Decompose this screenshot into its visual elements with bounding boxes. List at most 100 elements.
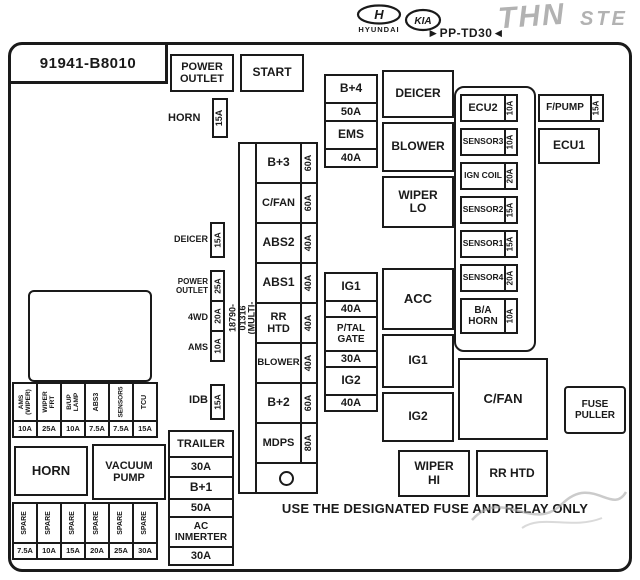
fuse-tcu: TCU xyxy=(132,382,158,422)
watermark-scribble xyxy=(471,491,628,529)
fuse-fpump-rating: 15A xyxy=(590,94,604,122)
fuse-label-horn: HORN xyxy=(168,112,201,124)
relay-ig1: IG1 xyxy=(382,334,454,388)
fuse-rating: 7.5A xyxy=(108,420,134,438)
multifuse-cfan-rating: 60A xyxy=(300,182,318,224)
fuse-sensor2-rating: 15A xyxy=(504,196,518,224)
fuse-ams-10a: 10A xyxy=(210,330,225,362)
relay-rr-htd: RR HTD xyxy=(476,450,548,497)
multifuse-mdps: MDPS xyxy=(255,422,302,464)
spare-rating: 30A xyxy=(132,542,158,560)
fuse-sensor4-rating: 20A xyxy=(504,264,518,292)
relay-cfan: C/FAN xyxy=(458,358,548,440)
fuse-trailer: TRAILER xyxy=(168,430,234,458)
fuse-ams-wiper: AMS (WIPER) xyxy=(12,382,38,422)
pp-td30-marking: ►PP-TD30◄ xyxy=(427,26,505,40)
relay-ecu1: ECU1 xyxy=(538,128,600,164)
fuse-ig1: IG1 xyxy=(324,272,378,302)
relay-acc: ACC xyxy=(382,268,454,330)
relay-wiper-hi: WIPER HI xyxy=(398,450,470,497)
fuse-idb-15a: 15A xyxy=(210,384,225,420)
spare-rating: 20A xyxy=(84,542,110,560)
hyundai-wordmark: HYUNDAI xyxy=(358,25,400,34)
fuse-ems: EMS xyxy=(324,120,378,150)
fuse-b4-rating: 50A xyxy=(324,102,378,122)
relay-vacuum-pump: VACUUM PUMP xyxy=(92,444,166,500)
fuse-sensor2: SENSOR2 xyxy=(460,196,506,224)
relay-block-outline xyxy=(28,290,152,382)
fuse-label-4wd: 4WD xyxy=(188,312,208,322)
multifuse-b3-rating: 60A xyxy=(300,142,318,184)
relay-power-outlet: POWER OUTLET xyxy=(170,54,234,92)
fuse-rating: 25A xyxy=(36,420,62,438)
fuse-deicer-15a: 15A xyxy=(210,222,225,258)
fuse-ign-coil: IGN COIL xyxy=(460,162,506,190)
fuse-trailer-rating: 30A xyxy=(168,456,234,478)
multifuse-blower-rating: 40A xyxy=(300,342,318,384)
fuse-spare: SPARE xyxy=(36,502,62,544)
svg-text:H: H xyxy=(374,7,384,22)
mounting-hole-icon xyxy=(279,470,294,486)
multifuse-mdps-rating: 80A xyxy=(300,422,318,464)
relay-wiper-lo: WIPER LO xyxy=(382,176,454,228)
fuse-horn-15a: 15A xyxy=(212,98,228,138)
kia-logo: KIA xyxy=(404,8,442,32)
diagram-border xyxy=(8,42,632,572)
multifuse-b2-rating: 60A xyxy=(300,382,318,424)
relay-ig2: IG2 xyxy=(382,392,454,442)
fuse-ecu2: ECU2 xyxy=(460,94,506,122)
multifuse-rr-htd-rating: 40A xyxy=(300,302,318,344)
fuse-ba-horn: B/A HORN xyxy=(460,298,506,334)
kia-oval-icon: KIA xyxy=(404,8,442,32)
part-number-box: 91941-B8010 xyxy=(11,45,168,84)
spare-rating: 15A xyxy=(60,542,86,560)
multifuse-cfan: C/FAN xyxy=(255,182,302,224)
fuse-label-deicer: DEICER xyxy=(173,234,208,244)
fuse-ac-inverter: AC INMERTER xyxy=(168,516,234,548)
hyundai-logo: H HYUNDAI xyxy=(350,4,408,40)
fuse-ba-horn-rating: 10A xyxy=(504,298,518,334)
multifuse-abs1-rating: 40A xyxy=(300,262,318,304)
fuse-b1-rating: 50A xyxy=(168,498,234,518)
part-number: 91941-B8010 xyxy=(39,54,137,72)
watermark-thn: THN xyxy=(496,0,567,36)
fuse-sensor4: SENSOR4 xyxy=(460,264,506,292)
relay-start: START xyxy=(240,54,304,92)
fuse-sensor1: SENSOR1 xyxy=(460,230,506,258)
relay-deicer: DEICER xyxy=(382,70,454,118)
fuse-wiper-frt: WIPER FRT xyxy=(36,382,62,422)
spare-rating: 7.5A xyxy=(12,542,38,560)
relay-horn: HORN xyxy=(14,446,88,496)
fuse-ig2-rating: 40A xyxy=(324,394,378,412)
fuse-label-idb: IDB xyxy=(189,394,208,406)
fuse-rating: 7.5A xyxy=(84,420,110,438)
fuse-bup-lamp: B/UP LAMP xyxy=(60,382,86,422)
fuse-ac-inverter-rating: 30A xyxy=(168,546,234,566)
fuse-abs3: ABS3 xyxy=(84,382,110,422)
fuse-spare: SPARE xyxy=(132,502,158,544)
multifuse-b3: B+3 xyxy=(255,142,302,184)
fuse-sensor3-rating: 10A xyxy=(504,128,518,156)
multifuse-rr-htd: RR HTD xyxy=(255,302,302,344)
fuse-sensor3: SENSOR3 xyxy=(460,128,506,156)
fuse-rating: 15A xyxy=(132,420,158,438)
spare-rating: 10A xyxy=(36,542,62,560)
fuse-rating: 10A xyxy=(60,420,86,438)
multifuse-blower: BLOWER xyxy=(255,342,302,384)
fuse-spare: SPARE xyxy=(84,502,110,544)
watermark-ste: STE xyxy=(580,8,628,30)
spare-rating: 25A xyxy=(108,542,134,560)
fuse-ig2: IG2 xyxy=(324,366,378,396)
kia-wordmark: KIA xyxy=(414,16,431,27)
fuse-fpump: F/PUMP xyxy=(538,94,592,122)
fuse-4wd-20a: 20A xyxy=(210,300,225,332)
fuse-label-ams: AMS xyxy=(188,342,208,352)
multifuse-b2: B+2 xyxy=(255,382,302,424)
fuse-ign-coil-rating: 20A xyxy=(504,162,518,190)
mounting-hole-cell xyxy=(255,462,318,494)
multifuse-abs2: ABS2 xyxy=(255,222,302,264)
multifuse-abs2-rating: 40A xyxy=(300,222,318,264)
relay-blower: BLOWER xyxy=(382,122,454,172)
fuse-sensor5: SENSOR5 xyxy=(108,382,134,422)
